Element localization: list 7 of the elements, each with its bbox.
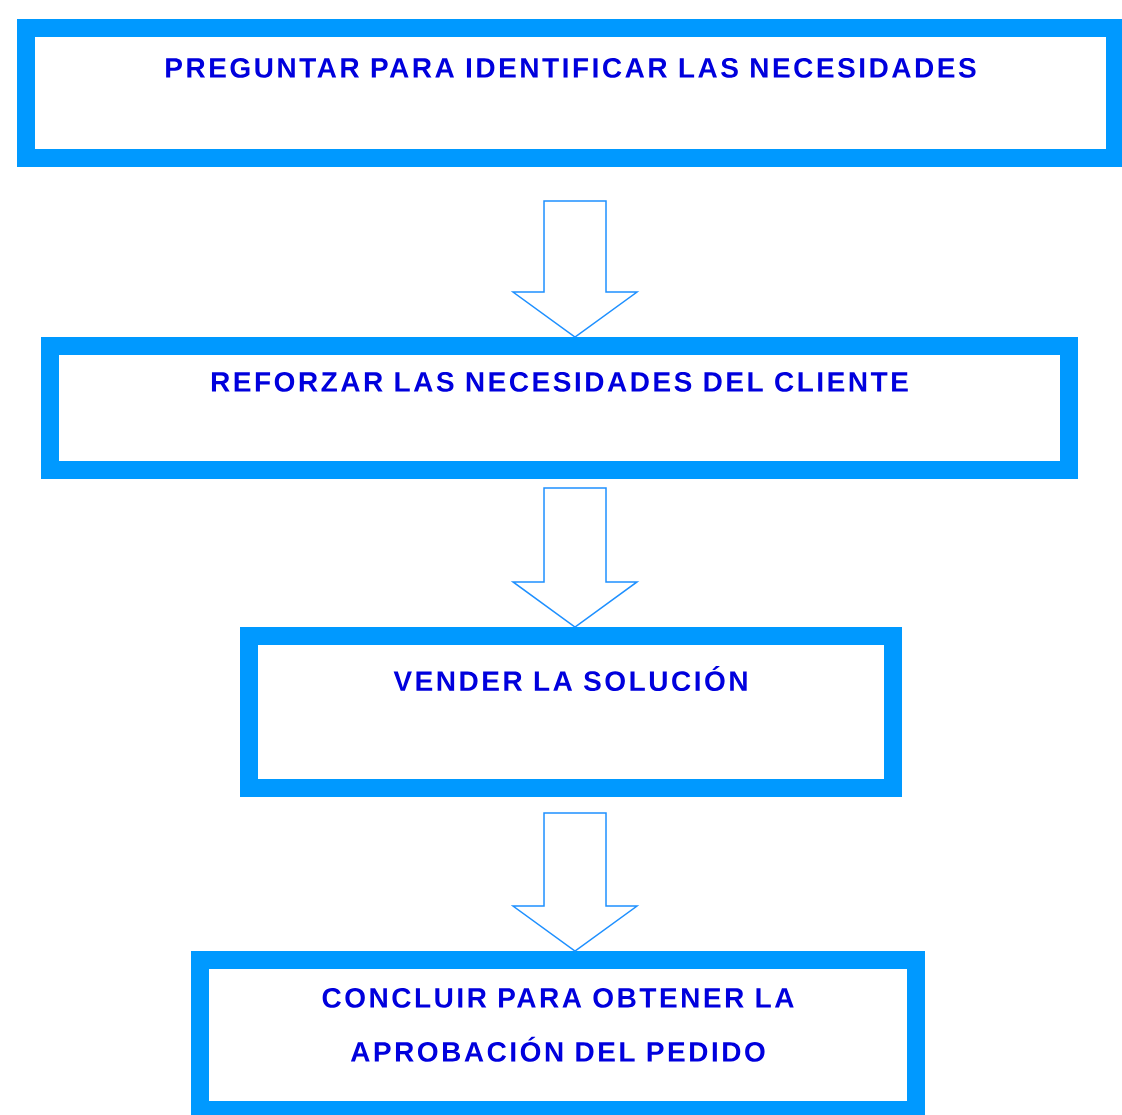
block-arrow — [510, 487, 640, 628]
process-box: REFORZAR LAS NECESIDADES DEL CLIENTE — [41, 337, 1078, 479]
process-box: PREGUNTAR PARA IDENTIFICAR LAS NECESIDADES — [17, 19, 1122, 167]
process-box: VENDER LA SOLUCIÓN — [240, 627, 902, 797]
process-box: CONCLUIR PARA OBTENER LA APROBACIÓN DEL PEDIDO — [191, 951, 925, 1115]
block-arrow — [510, 200, 640, 338]
block-arrow — [510, 812, 640, 952]
